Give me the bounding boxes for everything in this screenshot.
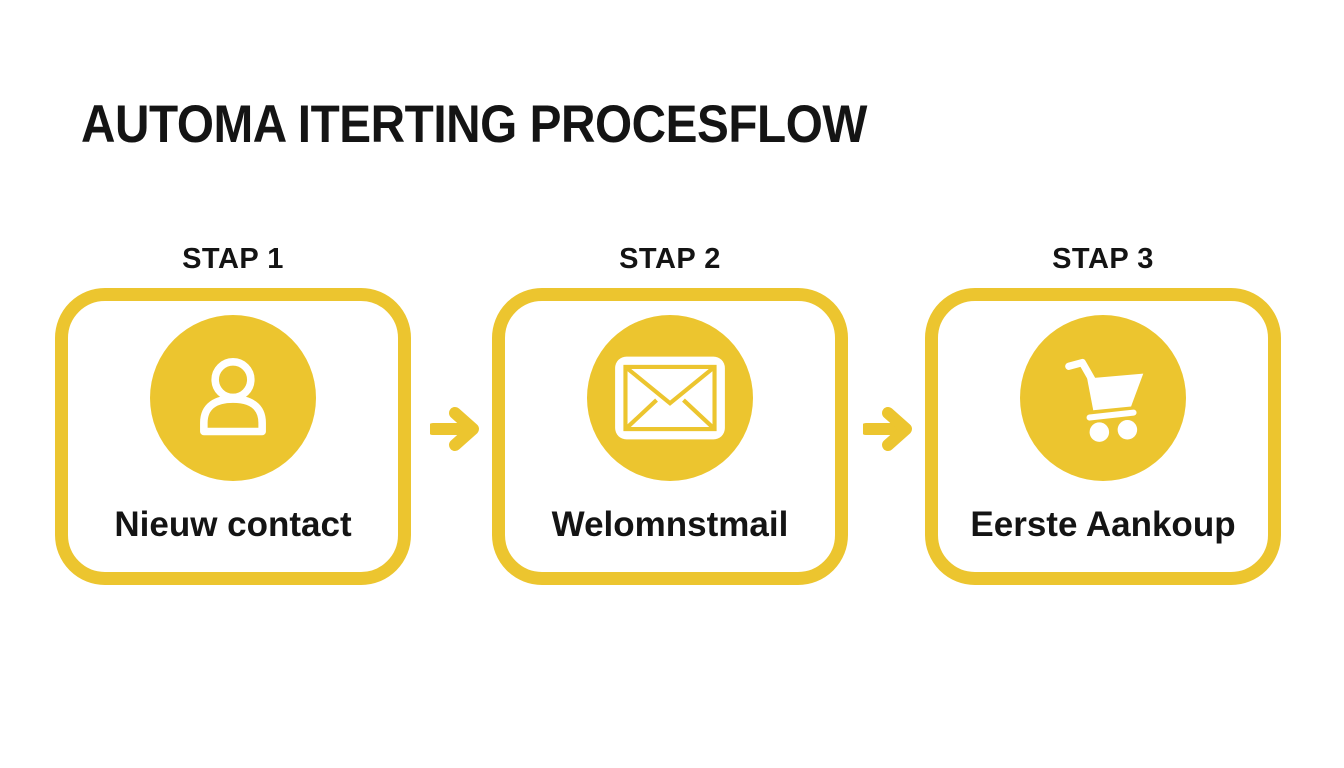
step-2-card: Welomnstmail: [492, 288, 848, 585]
person-icon: [150, 315, 316, 481]
step-3-label: Eerste Aankoup: [970, 505, 1236, 544]
step-1-heading: STAP 1: [182, 243, 284, 275]
step-1-card: Nieuw contact: [55, 288, 411, 585]
step-1-column: STAP 1 Nieuw contact: [55, 240, 411, 585]
right-arrow-icon: [863, 404, 913, 454]
step-2-heading: STAP 2: [619, 243, 721, 275]
page-title: AUTOMA ITERTING PROCESFLOW: [81, 95, 867, 154]
right-arrow-icon: [430, 404, 480, 454]
step-3-column: STAP 3 Eerste Aankoup: [925, 240, 1281, 585]
step-2-column: STAP 2 Welomnstmail: [492, 240, 848, 585]
envelope-icon: [587, 315, 753, 481]
step-2-label: Welomnstmail: [551, 505, 789, 544]
step-3-card: Eerste Aankoup: [925, 288, 1281, 585]
step-3-heading: STAP 3: [1052, 243, 1154, 275]
cart-icon: [1020, 315, 1186, 481]
step-1-label: Nieuw contact: [114, 505, 352, 544]
